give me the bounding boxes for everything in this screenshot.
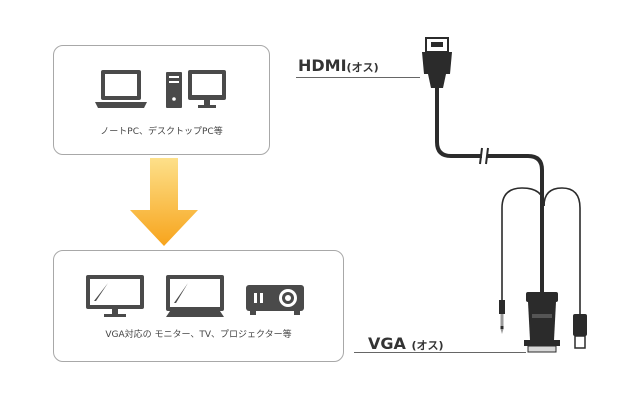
vga-label-text: VGA [368, 334, 406, 353]
hdmi-label-suffix: (オス) [346, 61, 379, 74]
desktop-pc-icon [166, 70, 226, 108]
tv-icon [166, 275, 224, 317]
hdmi-label: HDMI(オス) [298, 56, 379, 75]
monitor-icon [86, 275, 144, 317]
vga-label-suffix: (オス) [411, 339, 444, 352]
vga-label: VGA (オス) [368, 334, 444, 353]
source-devices-box: ノートPC、デスクトップPC等 [53, 45, 270, 155]
source-devices-caption: ノートPC、デスクトップPC等 [100, 127, 223, 137]
target-devices-caption: VGA対応の モニター、TV、プロジェクター等 [105, 330, 292, 340]
hdmi-label-underline [296, 77, 420, 78]
hdmi-to-vga-cable-illustration [422, 37, 587, 353]
hdmi-plug-icon [422, 37, 452, 88]
target-devices-box: VGA対応の モニター、TV、プロジェクター等 [53, 250, 344, 362]
hdmi-label-text: HDMI [298, 56, 347, 75]
laptop-icon [95, 70, 147, 108]
usb-plug-icon [573, 314, 587, 349]
audio-jack-icon [499, 300, 505, 334]
vga-connector-icon [524, 292, 560, 353]
down-arrow-icon [130, 158, 198, 246]
projector-icon [246, 285, 304, 315]
vga-label-underline [354, 352, 526, 353]
